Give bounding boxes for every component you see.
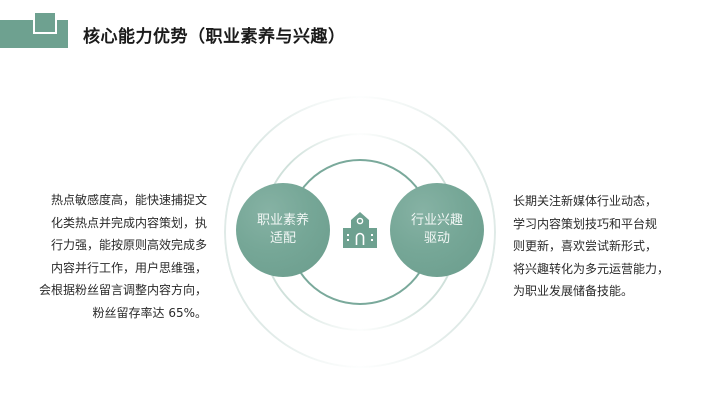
description-line: 长期关注新媒体行业动态， bbox=[513, 194, 658, 208]
header-accent-square bbox=[33, 11, 57, 34]
professional-quality-description: 热点敏感度高，能快速捕捉文 化类热点并完成内容策划，执 行力强，能按原则高效完成… bbox=[39, 189, 207, 325]
description-line: 将兴趣转化为多元运营能力， bbox=[513, 261, 670, 276]
description-line: 会根据粉丝留言调整内容方向， bbox=[38, 283, 207, 298]
industry-interest-description: 长期关注新媒体行业动态， 学习内容策划技巧和平台规 则更新，喜欢尝试新形式， 将… bbox=[513, 190, 669, 303]
professional-quality-bubble: 职业素养 适配 bbox=[236, 183, 330, 277]
description-line: 则更新，喜欢尝试新形式， bbox=[513, 239, 658, 254]
page-title: 核心能力优势（职业素养与兴趣） bbox=[83, 27, 346, 47]
bubble-label-line2: 适配 bbox=[269, 231, 296, 246]
description-line: 为职业发展储备技能。 bbox=[513, 284, 634, 299]
school-icon bbox=[343, 212, 377, 248]
industry-interest-bubble: 行业兴趣 驱动 bbox=[390, 183, 484, 277]
description-line: 化类热点并完成内容策划，执 bbox=[50, 215, 207, 230]
bubble-label-line1: 职业素养 bbox=[256, 213, 309, 228]
description-line: 内容并行工作，用户思维强， bbox=[50, 260, 207, 275]
bubble-label-line1: 行业兴趣 bbox=[410, 213, 463, 228]
bubble-label-line2: 驱动 bbox=[423, 231, 450, 246]
description-line: 热点敏感度高，能快速捕捉文 bbox=[50, 193, 207, 207]
outer-ring bbox=[224, 96, 496, 368]
description-line: 行力强，能按原则高效完成多 bbox=[50, 238, 207, 253]
description-line: 学习内容策划技巧和平台规 bbox=[513, 216, 658, 231]
description-line: 粉丝留存率达 65%。 bbox=[92, 305, 208, 320]
